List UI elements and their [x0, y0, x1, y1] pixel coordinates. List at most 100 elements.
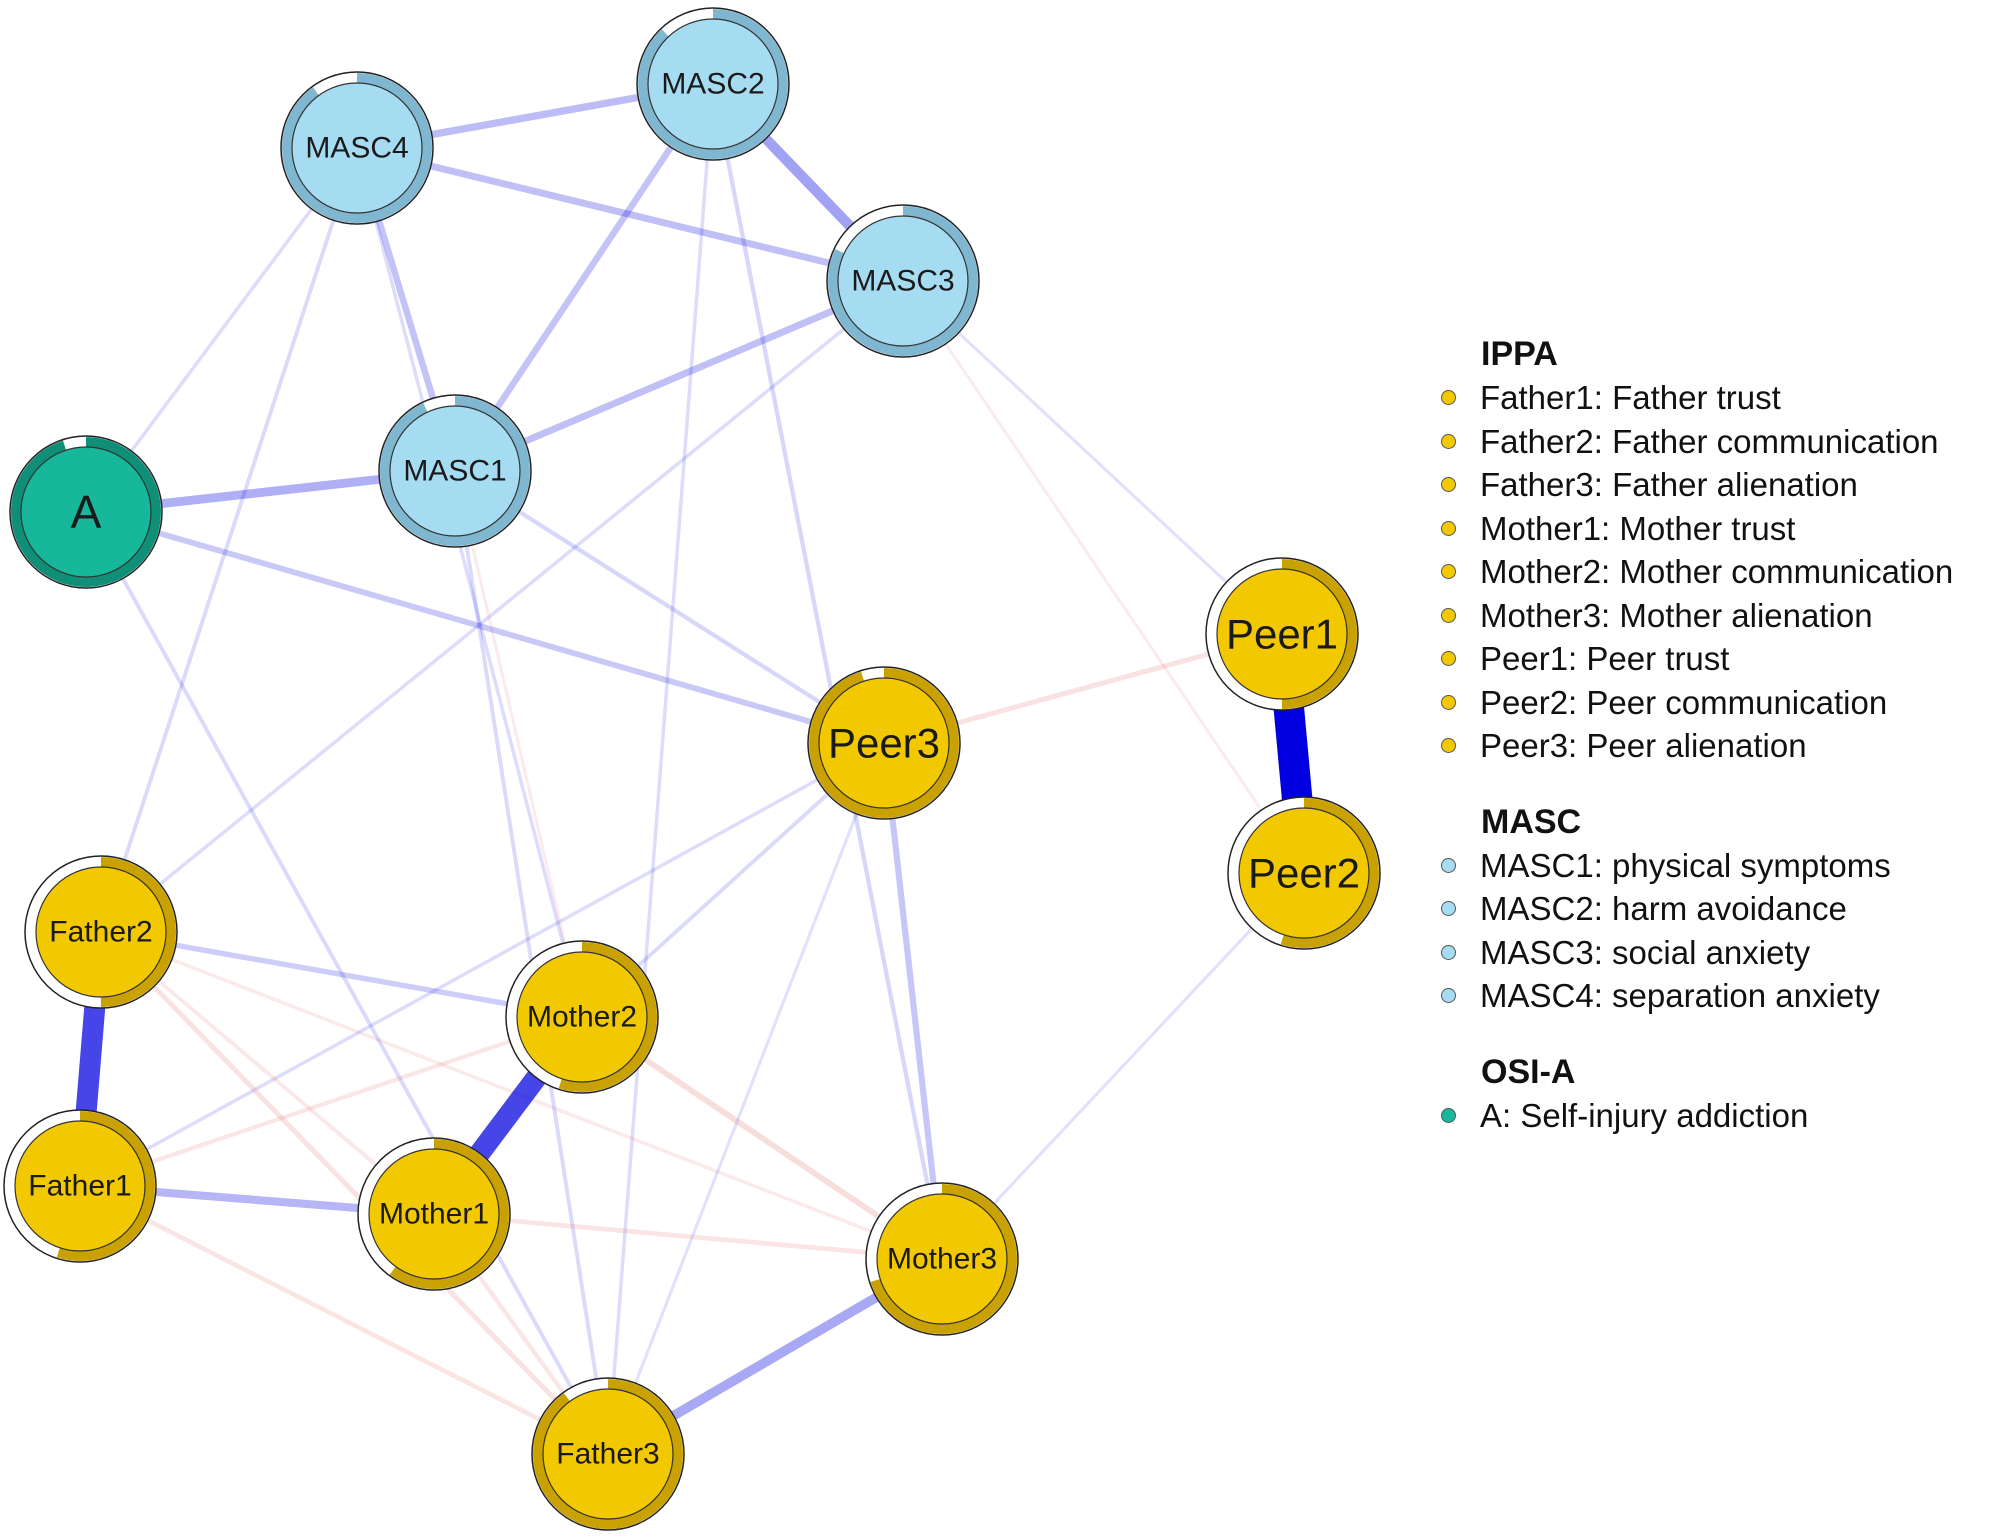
- legend-item-label: Mother2: Mother communication: [1480, 553, 1954, 590]
- legend-dot-icon: [1441, 607, 1456, 623]
- node-father3: Father3: [531, 1377, 685, 1531]
- legend-dot-icon: [1441, 651, 1456, 667]
- edge-masc1-mother2: [453, 470, 584, 1018]
- legend-item-label: Peer1: Peer trust: [1480, 640, 1730, 677]
- node-peer3: Peer3: [807, 666, 961, 820]
- node-label: Peer3: [828, 720, 940, 767]
- node-masc1: MASC1: [378, 394, 532, 548]
- edge-masc4-masc3: [356, 144, 904, 285]
- edge-masc3-peer1: [901, 279, 1284, 636]
- legend-item-label: Father2: Father communication: [1480, 422, 1939, 460]
- predictability-ring: [867, 1184, 1017, 1334]
- legend-item-label: Peer3: Peer alienation: [1480, 727, 1807, 764]
- node-label: MASC4: [305, 132, 408, 165]
- predictability-ring: [1229, 798, 1379, 948]
- legend-item: Father2: Father communication: [1436, 420, 1996, 464]
- legend-dot-icon: [1441, 901, 1456, 917]
- legend-dot-icon: [1441, 564, 1456, 580]
- legend-item-label: A: Self-injury addiction: [1480, 1096, 1809, 1134]
- edge-peer2-mother3: [940, 871, 1306, 1261]
- edge-a-father3: [84, 511, 610, 1455]
- legend-dot-icon: [1441, 390, 1456, 406]
- legend-item-label: Father1: Father trust: [1480, 379, 1781, 416]
- legend-item: A: Self-injury addiction: [1436, 1094, 1996, 1138]
- legend-dot-icon: [1441, 433, 1456, 449]
- legend-group-title: OSI-A: [1481, 1052, 1576, 1091]
- node-label: MASC3: [851, 265, 954, 298]
- edge-masc2-father3: [606, 83, 715, 1455]
- node-label: Peer2: [1248, 850, 1360, 897]
- legend-item-label: Peer2: Peer communication: [1480, 683, 1888, 721]
- node-label: Mother2: [527, 1001, 637, 1034]
- node-father2: Father2: [24, 855, 178, 1009]
- edge-masc1-peer3: [453, 469, 886, 745]
- legend-dot-icon: [1441, 857, 1456, 873]
- node-label: Father1: [28, 1170, 131, 1203]
- legend-dot-icon: [1441, 520, 1456, 536]
- legend-item-label: MASC2: harm avoidance: [1480, 890, 1847, 927]
- node-mother3: Mother3: [865, 1182, 1019, 1336]
- node-label: Father2: [49, 916, 152, 949]
- node-label: Mother1: [379, 1198, 489, 1231]
- legend-item: Father1: Father trust: [1436, 376, 1996, 420]
- node-peer1: Peer1: [1205, 557, 1359, 711]
- legend-dot-icon: [1441, 738, 1456, 754]
- node-label: Mother3: [887, 1243, 997, 1276]
- legend-item: MASC3: social anxiety: [1436, 931, 1996, 975]
- legend-item: Father3: Father alienation: [1436, 463, 1996, 507]
- legend-item-label: MASC3: social anxiety: [1480, 933, 1811, 971]
- predictability-ring: [533, 1379, 683, 1529]
- edge-peer3-father3: [606, 742, 886, 1455]
- node-a: A: [9, 435, 163, 589]
- edge-father1-mother2: [79, 1014, 583, 1189]
- legend-item: Mother3: Mother alienation: [1436, 594, 1996, 638]
- legend-group-title: MASC: [1481, 802, 1582, 841]
- edge-father1-father3: [78, 1183, 610, 1457]
- legend-group-osi-a: OSI-A A: Self-injury addiction: [1436, 1050, 1996, 1138]
- legend-item: Peer1: Peer trust: [1436, 637, 1996, 681]
- legend-dot-icon: [1441, 694, 1456, 710]
- predictability-ring: [809, 668, 959, 818]
- node-label: MASC2: [661, 68, 764, 101]
- node-masc3: MASC3: [826, 204, 980, 358]
- edge-mother1-mother3: [433, 1211, 943, 1262]
- predictability-ring: [11, 437, 161, 587]
- legend-item-label: Mother1: Mother trust: [1480, 509, 1796, 547]
- legend-item: Mother2: Mother communication: [1436, 550, 1996, 594]
- edge-father2-mother2: [100, 929, 583, 1020]
- node-label: A: [71, 486, 102, 538]
- edge-layer: [69, 80, 1320, 1459]
- edge-peer3-mother3: [880, 742, 946, 1260]
- node-peer2: Peer2: [1227, 796, 1381, 950]
- node-label: Peer1: [1226, 611, 1338, 658]
- legend-dot-icon: [1441, 1107, 1456, 1123]
- predictability-ring: [282, 73, 432, 223]
- edge-masc3-peer2: [901, 280, 1306, 874]
- edge-peer3-father1: [79, 741, 885, 1188]
- edge-masc4-mother2: [355, 147, 584, 1018]
- legend-dot-icon: [1441, 477, 1456, 493]
- legend-item-label: MASC1: physical symptoms: [1480, 846, 1891, 884]
- predictability-ring: [359, 1139, 509, 1289]
- legend-item: MASC4: separation anxiety: [1436, 974, 1996, 1018]
- legend-item-label: Mother3: Mother alienation: [1480, 596, 1873, 634]
- legend-group-title: IPPA: [1481, 335, 1558, 373]
- edge-masc1-masc3: [453, 277, 905, 475]
- edge-masc3-father2: [99, 279, 905, 934]
- edge-masc1-masc2: [452, 82, 716, 473]
- predictability-ring: [507, 942, 657, 1092]
- legend-dot-icon: [1441, 988, 1456, 1004]
- node-masc2: MASC2: [636, 7, 790, 161]
- legend-item: MASC2: harm avoidance: [1436, 887, 1996, 931]
- predictability-ring: [638, 9, 788, 159]
- legend-item-label: Father3: Father alienation: [1480, 466, 1858, 503]
- edge-masc2-mother3: [710, 83, 945, 1260]
- predictability-ring: [380, 396, 530, 546]
- legend-item: Mother1: Mother trust: [1436, 507, 1996, 551]
- legend-item: Peer3: Peer alienation: [1436, 724, 1996, 768]
- legend-item: MASC1: physical symptoms: [1436, 844, 1996, 888]
